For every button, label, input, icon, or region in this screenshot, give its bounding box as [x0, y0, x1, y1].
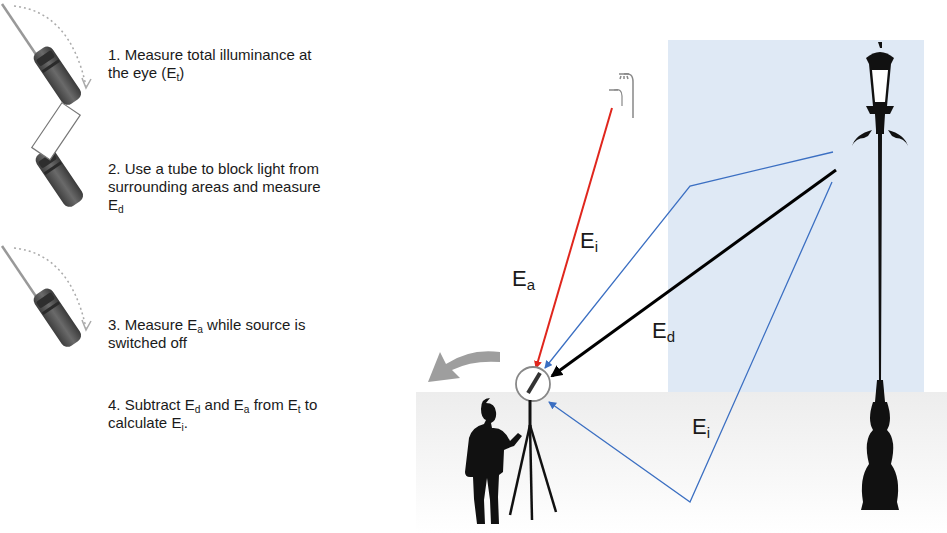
tripod — [510, 367, 556, 520]
symbol-label: Ei — [578, 228, 600, 254]
indirect-ray — [545, 152, 833, 368]
rotate-arrow — [428, 351, 500, 382]
ground — [416, 392, 947, 533]
wall-panel — [668, 40, 924, 400]
symbol-label: Ei — [690, 414, 712, 440]
meter-3 — [2, 246, 91, 350]
ambient-ray — [536, 108, 612, 368]
symbol-label: Ea — [510, 266, 537, 292]
step-text: 2. Use a tube to block light from surrou… — [108, 160, 323, 214]
meter-1 — [2, 4, 91, 108]
observer — [465, 398, 522, 524]
indirect-ray — [549, 182, 832, 502]
distant-lights — [609, 74, 633, 118]
step-text: 4. Subtract Ed and Ea from Et to calcula… — [108, 396, 323, 432]
street-lamp — [852, 42, 908, 510]
direct-ray — [552, 170, 836, 376]
step-text: 3. Measure Ea while source is switched o… — [108, 316, 323, 352]
symbol-label: Ed — [650, 318, 677, 344]
meter-2 — [16, 98, 120, 209]
step-text: 1. Measure total illuminance at the eye … — [108, 46, 323, 82]
